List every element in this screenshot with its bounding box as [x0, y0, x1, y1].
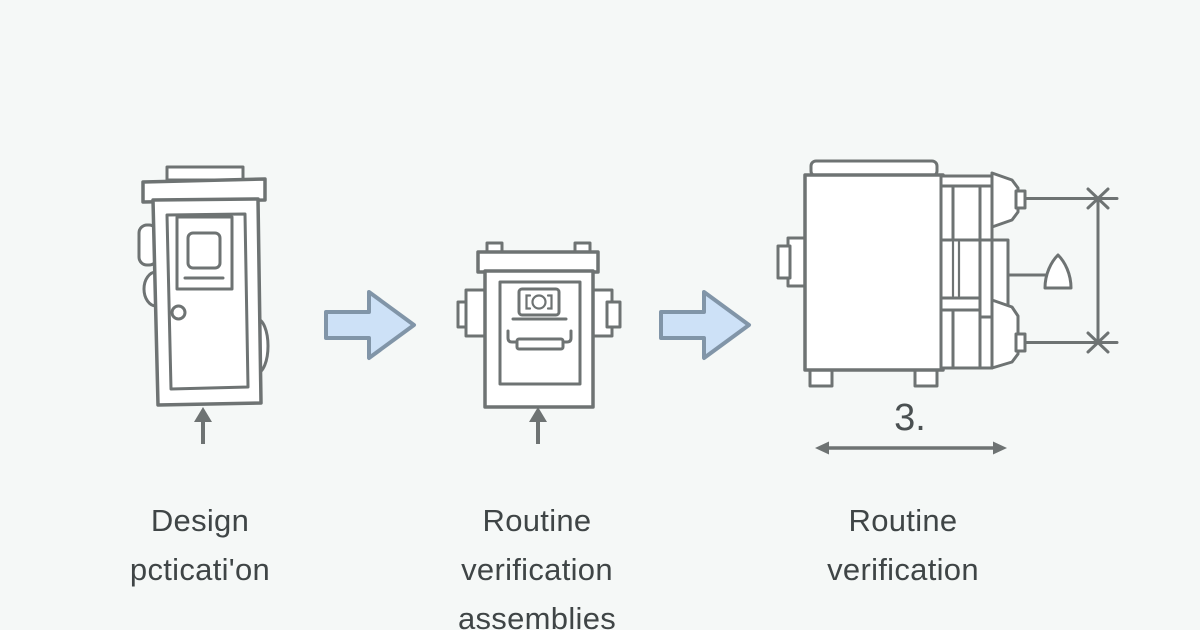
- cabinet-top-vent: [165, 165, 245, 182]
- width-dimension-arrow-icon: [815, 441, 1007, 455]
- meter-top-bar: [476, 250, 600, 274]
- right-handle-outer: [605, 300, 622, 329]
- door-knob-icon: [170, 304, 187, 321]
- display-bracket-left: [525, 294, 532, 310]
- label-line: verification: [461, 552, 613, 587]
- top-nipple-icon: [1014, 189, 1027, 210]
- display-dial-icon: [531, 294, 547, 310]
- label-line: Routine: [848, 503, 958, 538]
- machine-body: [803, 173, 945, 372]
- screen-icon: [186, 231, 222, 270]
- machine-side-view-illustration: [776, 159, 1119, 388]
- tray-icon: [515, 337, 565, 351]
- right-arrow-icon: [659, 290, 751, 360]
- label-line: Design: [150, 503, 250, 538]
- label-line: pcticati'on: [129, 552, 271, 587]
- column-line: [951, 184, 982, 242]
- label-line: verification: [827, 552, 979, 587]
- pointer-tip-icon: [1043, 253, 1073, 290]
- bottom-connector: [990, 298, 1020, 370]
- dimension-x-end-top: [1086, 187, 1110, 210]
- height-dimension-lines: [1023, 187, 1119, 354]
- stage-label-routine-verification: Routine verification: [793, 496, 1013, 594]
- column-line: [951, 308, 982, 370]
- left-port-outer: [776, 244, 792, 280]
- top-connector: [990, 171, 1020, 229]
- right-arrow-icon: [324, 290, 416, 360]
- up-arrow-icon: [194, 407, 212, 444]
- dimension-x-end-bottom: [1086, 331, 1110, 354]
- stage-label-design-specification: Design pcticati'on: [90, 496, 310, 594]
- dimension-number: 3.: [894, 397, 926, 439]
- up-arrow-icon: [529, 407, 547, 444]
- label-line: assemblies: [457, 601, 617, 630]
- meter-assembly-illustration: [456, 241, 622, 409]
- label-line: Routine: [482, 503, 592, 538]
- column-hatch: [951, 240, 961, 298]
- charging-cabinet-illustration: [137, 165, 270, 407]
- display-bracket-right: [546, 294, 553, 310]
- stage-label-routine-verification-assemblies: Routine verification assemblies: [427, 496, 647, 630]
- cabinet-cap: [141, 177, 267, 204]
